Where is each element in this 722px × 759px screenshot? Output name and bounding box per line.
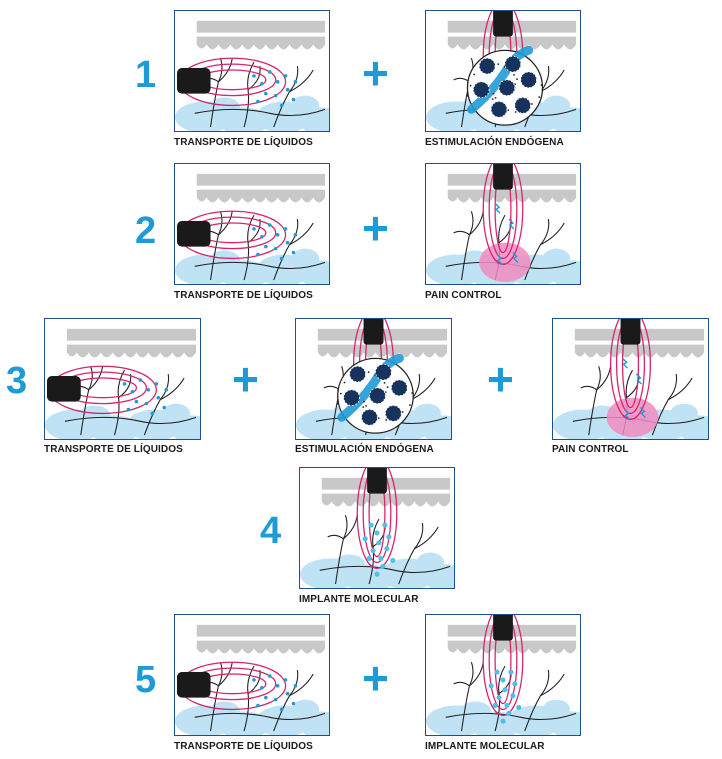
caption-transporte-liquidos: TRANSPORTE DE LÍQUIDOS: [174, 290, 313, 301]
applicator-probe: [176, 68, 211, 94]
applicator-probe: [363, 319, 384, 345]
applicator-probe: [493, 164, 513, 190]
applicator-probe: [493, 615, 513, 641]
lateral-illustration: [45, 328, 200, 439]
nerve-lines: [194, 58, 326, 128]
endogena-illustration: [426, 11, 580, 131]
step-number-5: 5: [135, 659, 157, 701]
lateral-illustration: [175, 20, 329, 131]
pain-illustration: [426, 164, 580, 284]
tissue-cells: [175, 699, 329, 735]
magnified-cell-view: [336, 353, 414, 434]
panel-pain-control: [552, 318, 709, 440]
caption-implante-molecular: IMPLANTE MOLECULAR: [299, 594, 419, 605]
step-number-2: 2: [135, 210, 157, 252]
tissue-cells: [175, 95, 329, 131]
tissue-cells: [45, 403, 200, 439]
pain-zone: [479, 242, 531, 283]
plus-sign: +: [362, 202, 389, 254]
panel-transporte-liquidos: [44, 318, 201, 440]
impulse-bolts: [494, 202, 519, 265]
skin-layer: [196, 20, 326, 50]
tissue-cells: [300, 552, 454, 588]
plus-sign: +: [362, 652, 389, 704]
nerve-lines: [445, 662, 577, 732]
panel-implante-molecular: [299, 467, 455, 589]
implant-illustration: [426, 615, 580, 735]
implant-illustration: [300, 468, 454, 588]
lateral-illustration: [175, 624, 329, 735]
step-number-1: 1: [135, 54, 157, 96]
panel-estimulacion-endogena: [425, 10, 581, 132]
magnified-cell-view: [466, 45, 544, 126]
molecular-particles: [362, 522, 396, 577]
applicator-probe: [493, 11, 513, 37]
caption-pain-control: PAIN CONTROL: [425, 290, 502, 301]
caption-estimulacion-endogena: ESTIMULACIÓN ENDÓGENA: [295, 444, 434, 455]
panel-transporte-liquidos: [174, 614, 330, 736]
plus-sign: +: [487, 353, 514, 405]
fluid-particles: [122, 378, 169, 416]
caption-estimulacion-endogena: ESTIMULACIÓN ENDÓGENA: [425, 137, 564, 148]
step-number-4: 4: [260, 510, 282, 552]
panel-pain-control: [425, 163, 581, 285]
caption-implante-molecular: IMPLANTE MOLECULAR: [425, 741, 545, 752]
step-number-3: 3: [6, 360, 28, 402]
caption-transporte-liquidos: TRANSPORTE DE LÍQUIDOS: [174, 137, 313, 148]
skin-layer: [196, 173, 326, 203]
applicator-probe: [46, 376, 81, 402]
fluid-particles: [252, 70, 298, 108]
caption-transporte-liquidos: TRANSPORTE DE LÍQUIDOS: [174, 741, 313, 752]
tissue-cells: [426, 699, 580, 735]
pain-illustration: [553, 319, 708, 439]
pain-zone: [606, 397, 659, 438]
caption-transporte-liquidos: TRANSPORTE DE LÍQUIDOS: [44, 444, 183, 455]
panel-implante-molecular: [425, 614, 581, 736]
applicator-probe: [620, 319, 641, 345]
panel-transporte-liquidos: [174, 163, 330, 285]
vertical-field-lines: [482, 615, 524, 716]
fluid-particles: [252, 223, 298, 261]
panel-transporte-liquidos: [174, 10, 330, 132]
skin-layer: [66, 328, 197, 358]
applicator-probe: [176, 672, 211, 698]
impulse-bolts: [622, 357, 646, 420]
applicator-probe: [176, 221, 211, 247]
fluid-particles: [252, 674, 298, 712]
skin-layer: [196, 624, 326, 654]
tissue-cells: [175, 248, 329, 284]
caption-pain-control: PAIN CONTROL: [552, 444, 629, 455]
lateral-illustration: [175, 173, 329, 284]
plus-sign: +: [232, 353, 259, 405]
plus-sign: +: [362, 47, 389, 99]
endogena-illustration: [296, 319, 451, 439]
molecular-particles: [488, 669, 522, 724]
panel-estimulacion-endogena: [295, 318, 452, 440]
applicator-probe: [367, 468, 387, 494]
